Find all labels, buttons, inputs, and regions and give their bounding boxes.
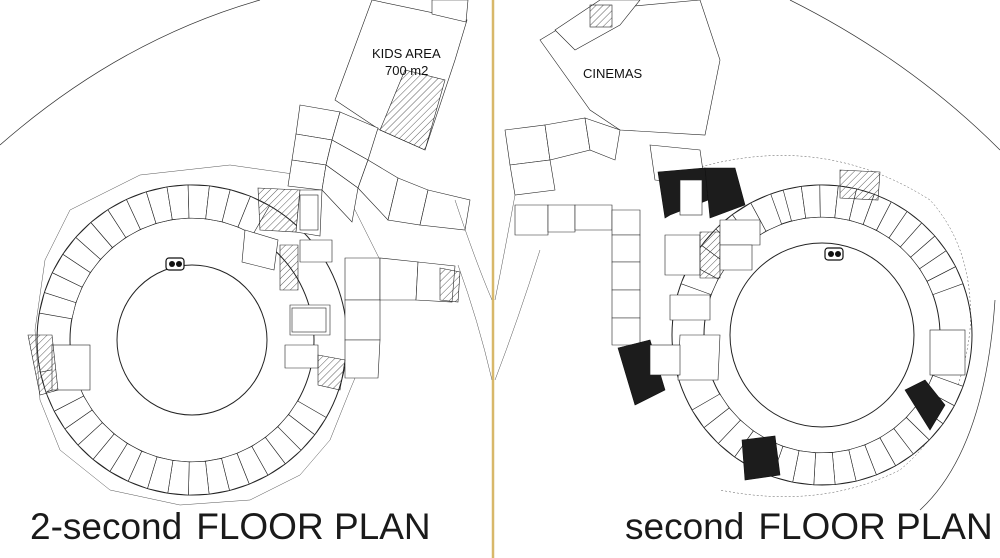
right-stairs — [649, 169, 966, 376]
connector-lens-left — [457, 264, 493, 381]
ring-unit — [813, 452, 836, 486]
site-boundary-arc-right-lower — [919, 299, 996, 511]
kids-area-hatch — [379, 69, 446, 151]
kids-area-label-line1: KIDS AREA — [372, 46, 441, 61]
left-ring-inner-wall — [69, 217, 315, 463]
left-escalator-wheel-icon — [169, 261, 175, 267]
right-atrium-void — [729, 242, 915, 428]
kids-area-annex — [431, 0, 469, 23]
left-escalator-wheel-icon — [176, 261, 182, 267]
right-escalator-wheel-icon — [835, 251, 841, 257]
kids-area-label-line2: 700 m2 — [385, 63, 428, 78]
ring-unit — [750, 193, 782, 232]
ring-unit — [926, 266, 964, 295]
left-center-units — [241, 229, 461, 391]
connector-lens-right — [494, 249, 541, 381]
right-wing-units — [504, 117, 761, 381]
cinemas-label: CINEMAS — [583, 66, 643, 81]
left-plan-caption-title: FLOOR PLAN — [196, 506, 431, 547]
left-ring-units — [39, 184, 327, 496]
left-atrium-void — [116, 264, 268, 416]
left-stairs — [27, 194, 327, 396]
site-boundary-arc-left — [0, 0, 261, 146]
right-plan-caption: second FLOOR PLAN — [625, 508, 993, 545]
left-plan-caption: 2-second FLOOR PLAN — [30, 508, 431, 545]
cinemas-stair-hatch — [589, 4, 613, 28]
ring-unit — [188, 460, 210, 496]
left-plan-caption-prefix: 2-second — [30, 506, 183, 547]
left-wing-units — [257, 104, 471, 237]
ring-unit — [691, 393, 730, 429]
right-plan-caption-title: FLOOR PLAN — [758, 506, 993, 547]
right-plan-caption-prefix: second — [625, 506, 745, 547]
right-outer-envelope — [689, 155, 971, 497]
right-dark-blocks — [617, 167, 946, 481]
connector-lens-left-upper — [454, 199, 493, 301]
left-floor-plan: KIDS AREA 700 m2 — [27, 0, 471, 506]
connector-lens-right-upper — [494, 194, 516, 301]
right-ring-units — [680, 184, 964, 486]
site-boundary-arc-right — [789, 0, 1000, 151]
right-escalator-wheel-icon — [828, 251, 834, 257]
right-floor-plan: CINEMAS — [504, 0, 973, 497]
